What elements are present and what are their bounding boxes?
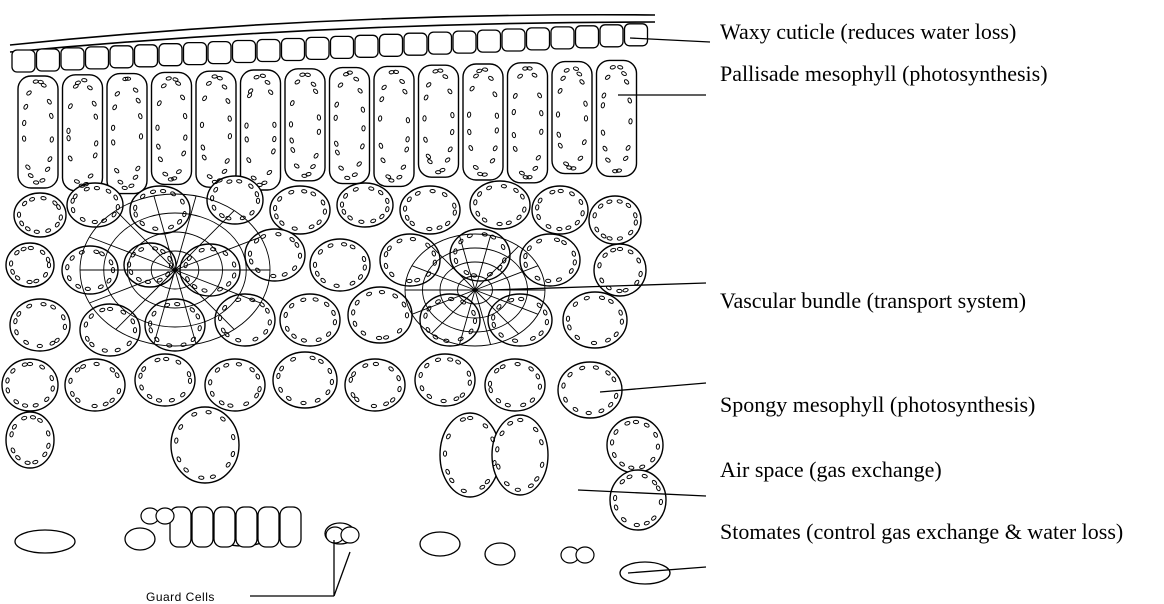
guard-cell	[341, 527, 359, 543]
spongy-cell	[520, 234, 580, 286]
epidermis-cell	[233, 41, 256, 63]
spongy-cell	[215, 294, 275, 346]
spongy-cell	[6, 412, 54, 468]
spongy-cell	[171, 407, 239, 483]
epidermis-cell	[306, 37, 329, 59]
label-stomates: Stomates (control gas exchange & water l…	[720, 517, 1150, 547]
epidermis-cell	[61, 48, 84, 70]
spongy-cell	[415, 354, 475, 406]
palisade-cell	[552, 62, 592, 174]
spongy-cell	[594, 244, 646, 296]
epidermis-cell	[159, 44, 182, 66]
palisade-cell	[63, 75, 103, 191]
spongy-cell	[485, 359, 545, 411]
epidermis-cell	[184, 43, 207, 65]
lower-epidermis-cell	[420, 532, 460, 556]
lower-epidermis-cell	[485, 543, 515, 565]
epidermis-cell	[625, 24, 648, 46]
epidermis-cell	[429, 32, 452, 54]
label-palisade-mesophyll: Pallisade mesophyll (photosynthesis)	[720, 59, 1048, 89]
upper-epidermis-cells	[12, 24, 648, 72]
epidermis-cell	[257, 40, 280, 62]
epidermis-cell	[355, 35, 378, 57]
spongy-cell	[607, 417, 663, 473]
palisade-cells	[18, 60, 637, 193]
epidermis-cell	[502, 29, 525, 51]
label-spongy-mesophyll: Spongy mesophyll (photosynthesis)	[720, 390, 1035, 420]
palisade-cell	[18, 76, 58, 188]
spongy-cell	[589, 196, 641, 244]
palisade-cell	[285, 69, 325, 181]
spongy-cell	[10, 299, 70, 351]
guard-cell	[576, 547, 594, 563]
epidermis-cell	[135, 45, 158, 67]
spongy-cell	[470, 181, 530, 229]
label-vascular-bundle: Vascular bundle (transport system)	[720, 286, 1026, 316]
epidermis-cell	[478, 30, 501, 52]
spongy-cell	[488, 294, 552, 346]
spongy-cell	[245, 229, 305, 281]
guard-cell	[156, 508, 174, 524]
spongy-cell	[345, 359, 405, 411]
spongy-cell	[532, 186, 588, 234]
epidermis-cell	[600, 25, 623, 47]
spongy-cell	[440, 413, 500, 497]
lower-epidermis-cell	[620, 562, 670, 584]
spongy-cell	[558, 362, 622, 418]
spongy-cell	[348, 287, 412, 343]
epidermis-cell	[380, 34, 403, 56]
lower-epidermis-cell	[280, 507, 301, 547]
label-waxy-cuticle: Waxy cuticle (reduces water loss)	[720, 17, 1016, 47]
epidermis-cell	[282, 39, 305, 61]
epidermis-cell	[331, 36, 354, 58]
epidermis-cell	[527, 28, 550, 50]
epidermis-cell	[37, 49, 60, 71]
spongy-cell	[420, 294, 480, 346]
spongy-cell	[135, 354, 195, 406]
label-air-space: Air space (gas exchange)	[720, 455, 942, 485]
palisade-cell	[196, 71, 236, 187]
spongy-cell	[2, 359, 58, 411]
palisade-cell	[508, 63, 548, 183]
palisade-cell	[152, 72, 192, 184]
epidermis-cell	[86, 47, 109, 69]
epidermis-cell	[110, 46, 133, 68]
spongy-cell	[273, 352, 337, 408]
guard-cells-pointer-right	[334, 552, 350, 596]
palisade-cell	[463, 64, 503, 180]
lower-epidermis-cell	[125, 528, 155, 550]
lower-epidermis-cell	[258, 507, 279, 547]
label-guard-cells: Guard Cells	[146, 590, 215, 604]
spongy-cell	[563, 292, 627, 348]
spongy-cell	[65, 359, 125, 411]
palisade-cell	[241, 70, 281, 190]
lower-epidermis-cell	[15, 530, 75, 553]
epidermis-cell	[453, 31, 476, 53]
epidermis-cell	[551, 27, 574, 49]
palisade-cell	[374, 66, 414, 186]
spongy-cell	[14, 193, 66, 237]
lower-epidermis-cell	[236, 507, 257, 547]
epidermis-cell	[208, 42, 231, 64]
spongy-cell	[270, 186, 330, 234]
spongy-cell	[310, 239, 370, 291]
epidermis-cell	[576, 26, 599, 48]
spongy-cell	[280, 294, 340, 346]
epidermis-cell	[404, 33, 427, 55]
spongy-cell	[205, 359, 265, 411]
lower-epidermis-cell	[192, 507, 213, 547]
spongy-cell	[80, 304, 140, 356]
spongy-cell	[610, 470, 666, 530]
lower-epidermis-cell	[214, 507, 235, 547]
epidermis-cell	[12, 50, 35, 72]
spongy-cell	[380, 234, 440, 286]
spongy-cell	[337, 183, 393, 227]
spongy-cell	[130, 186, 190, 234]
spongy-cell	[400, 186, 460, 234]
spongy-cell	[492, 415, 548, 495]
